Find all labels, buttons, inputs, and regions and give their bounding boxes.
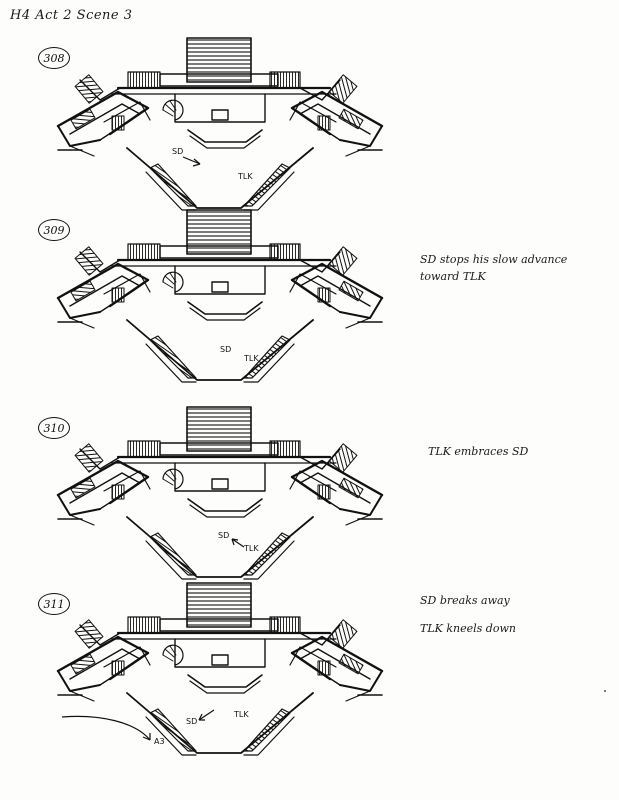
label-sd: SD	[218, 531, 230, 540]
page-header: H4 Act 2 Scene 3	[10, 8, 133, 23]
paper-speck	[604, 690, 606, 692]
label-sd: SD	[172, 147, 184, 156]
panel-number-311: 311	[38, 593, 70, 615]
label-tlk: TLK	[244, 544, 259, 553]
note-line-2: TLK kneels down	[420, 622, 516, 635]
label-sd: SD	[220, 345, 232, 354]
note-line-1: SD stops his slow advance	[420, 253, 568, 266]
panel-number-310: 310	[38, 417, 70, 439]
label-sd: SD	[186, 717, 198, 726]
label-a3: A3	[154, 737, 165, 746]
note-line-2: toward TLK	[420, 270, 486, 283]
label-tlk: TLK	[238, 172, 253, 181]
panel-number-308: 308	[38, 47, 70, 69]
note-line-1: TLK embraces SD	[428, 445, 529, 458]
panel-number-309: 309	[38, 219, 70, 241]
note-line-1: SD breaks away	[420, 594, 510, 607]
label-tlk: TLK	[234, 710, 249, 719]
label-tlk: TLK	[244, 354, 259, 363]
